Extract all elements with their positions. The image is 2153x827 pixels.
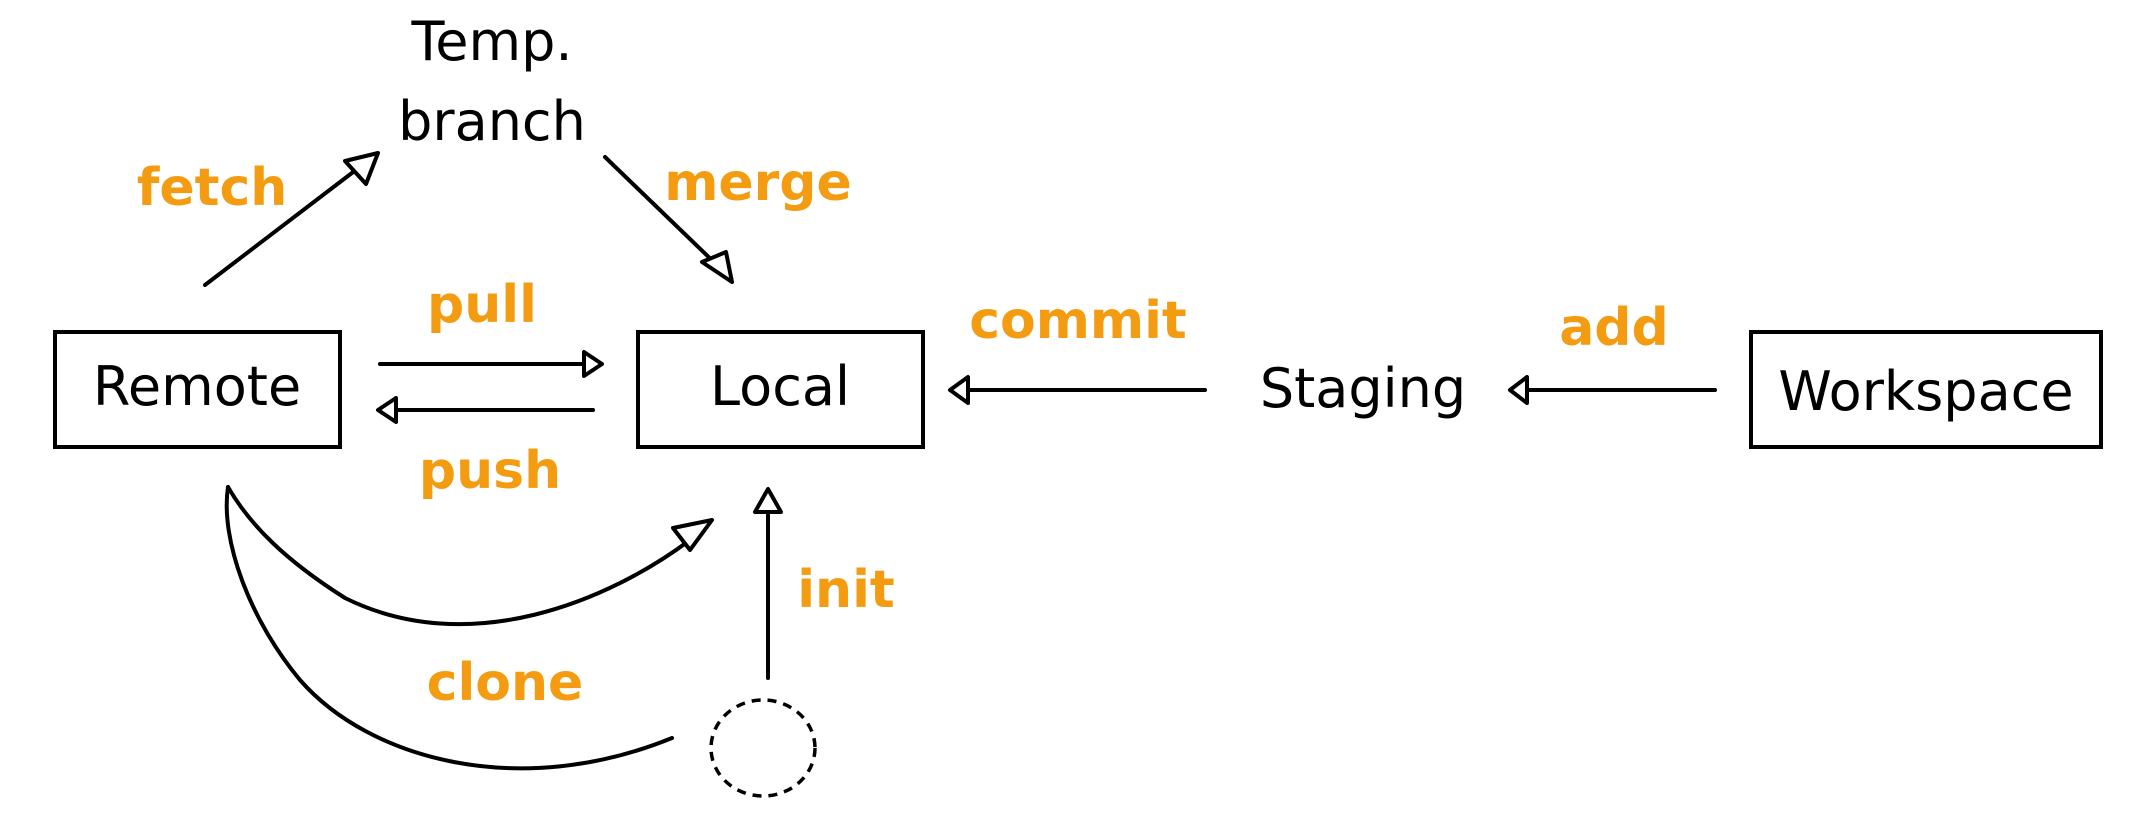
pull-arrowhead — [582, 350, 604, 378]
add-label: add — [1559, 298, 1669, 358]
clone-inner-curve — [226, 485, 692, 627]
fetch-arrowhead — [343, 151, 380, 186]
merge-arrowhead — [700, 250, 734, 284]
clone-label: clone — [427, 653, 584, 713]
commit-arrowhead — [948, 375, 970, 405]
temp-branch-label-line1: Temp. — [410, 10, 572, 73]
clone-outer-curve — [224, 485, 674, 771]
empty-repo-circle-icon — [709, 698, 817, 798]
remote-label: Remote — [93, 355, 301, 418]
add-arrowhead — [1508, 375, 1529, 405]
staging-label: Staging — [1260, 357, 1466, 420]
workspace-label: Workspace — [1778, 360, 2073, 423]
local-label: Local — [710, 355, 850, 418]
remote-box — [53, 330, 342, 449]
merge-label: merge — [664, 153, 852, 213]
init-arrowhead — [753, 487, 783, 514]
merge-arrow — [603, 155, 722, 270]
temp-branch-label-line2: branch — [398, 90, 586, 153]
pull-label: pull — [427, 275, 537, 335]
fetch-arrow — [203, 161, 367, 287]
push-arrowhead — [376, 396, 398, 424]
commit-label: commit — [969, 291, 1187, 351]
local-box — [636, 330, 925, 449]
fetch-label: fetch — [137, 158, 288, 218]
workspace-box — [1749, 330, 2103, 449]
push-label: push — [419, 441, 561, 501]
clone-arrowhead — [671, 518, 714, 552]
init-label: init — [797, 560, 895, 620]
